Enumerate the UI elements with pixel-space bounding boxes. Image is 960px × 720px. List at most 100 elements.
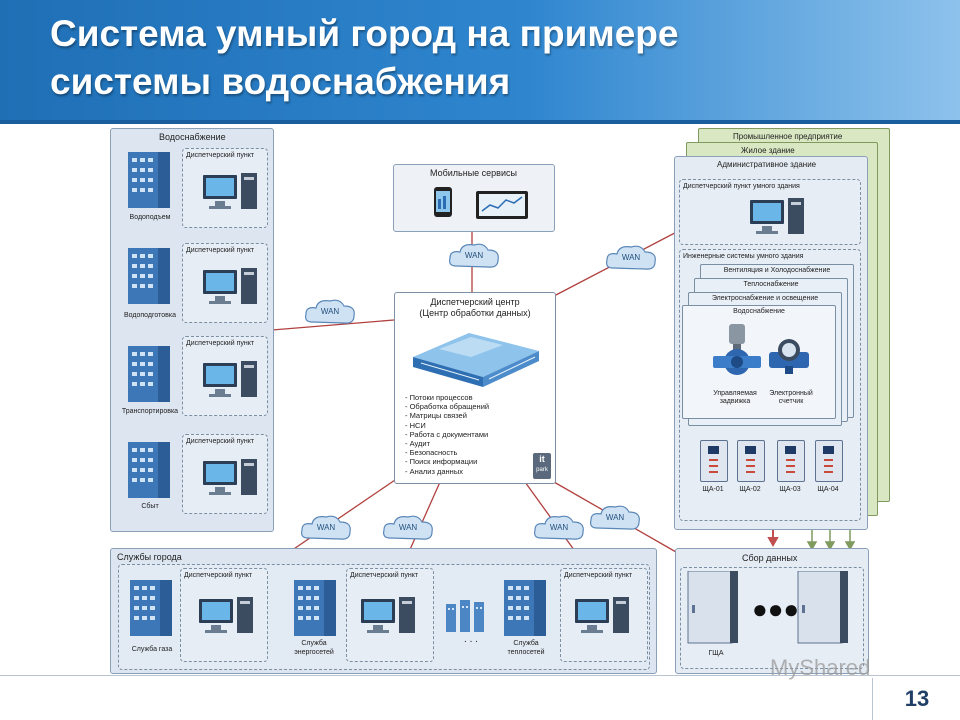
meter-icon (769, 339, 809, 374)
admin-building-title: Административное здание (717, 160, 817, 169)
building-label: Водоподготовка (124, 312, 176, 319)
center-item: - Поиск информации (405, 457, 478, 467)
wan-cloud-bottom-1: WAN (298, 512, 354, 544)
dispatch-point: Диспетчерский пункт (346, 568, 434, 662)
dispatch-point: Диспетчерский пункт (182, 434, 268, 514)
center-title-2: (Центр обработки данных) (419, 308, 531, 318)
mobile-services-panel: Мобильные сервисы (393, 164, 555, 232)
center-function-list: - Потоки процессов - Обработка обращений… (405, 393, 489, 476)
building-icon (128, 346, 170, 402)
smart-dispatch-label: Диспетчерский пункт умного здания (683, 183, 800, 190)
building-icon (504, 580, 546, 636)
cabinet-label: ЩА-04 (817, 486, 839, 493)
electrical-cabinet-icon (797, 571, 848, 644)
data-collection-panel: Сбор данных ●●● ГЩА (675, 548, 869, 674)
center-item: - Обработка обращений (405, 402, 490, 412)
wan-label: WAN (464, 251, 484, 260)
footer-divider (0, 675, 960, 676)
engineering-systems-title: Инженерные системы умного здания (683, 253, 804, 260)
slide-header (0, 0, 960, 124)
dispatch-point-label: Диспетчерский пункт (350, 572, 419, 579)
service-name-2: теплосетей (507, 649, 545, 656)
meter-label-2: счетчик (778, 398, 804, 405)
system-tab-label: Водоснабжение (733, 308, 785, 315)
building-icon (128, 152, 170, 208)
wan-label: WAN (549, 523, 569, 532)
wan-label: WAN (605, 513, 625, 522)
building-label: Сбыт (141, 503, 159, 510)
center-item: - Аудит (405, 439, 431, 449)
wan-label: WAN (316, 523, 336, 532)
data-center-building-icon (413, 333, 539, 387)
electrical-cabinet-icon (687, 571, 738, 644)
dispatch-point: Диспетчерский пункт (560, 568, 648, 662)
cabinet-label: ЩА-03 (779, 486, 801, 493)
data-collection-title: Сбор данных (742, 553, 798, 563)
computer-icon (575, 597, 629, 633)
cloud-icon (305, 299, 355, 324)
dispatch-center: Диспетчерский центр (Центр обработки дан… (394, 292, 556, 484)
building-icon (128, 442, 170, 498)
center-item: - НСИ (405, 420, 426, 430)
cabinet-label: ЩА-01 (702, 486, 724, 493)
more-services-dots: . . . (464, 634, 478, 645)
building-label: Транспортировка (121, 408, 179, 415)
dispatch-point-label: Диспетчерский пункт (186, 152, 255, 159)
computer-icon (361, 597, 415, 633)
cabinet-label: ЩА-02 (739, 486, 761, 493)
title-line-1: Система умный город на примере (50, 13, 679, 54)
computer-icon (203, 361, 257, 397)
dispatch-point: Диспетчерский пункт (182, 148, 268, 228)
cloud-icon (301, 515, 351, 540)
system-tab-label: Теплоснабжение (743, 281, 799, 288)
system-tab-water: Водоснабжение Управляемая задвижка Элект… (682, 305, 836, 419)
service-name-2: энергосетей (294, 649, 334, 656)
valve-label-1: Управляемая (713, 390, 757, 397)
watermark: MyShared (770, 655, 871, 680)
wan-cloud-bottom-3: WAN (531, 512, 587, 544)
wan-label: WAN (398, 523, 418, 532)
logo-top: it (539, 454, 545, 464)
itpark-logo: it park (533, 453, 551, 479)
valve-icon (713, 324, 761, 375)
building-label: Водоподъем (129, 214, 171, 221)
center-item: - Потоки процессов (405, 393, 473, 402)
header-divider (0, 120, 960, 124)
logo-bottom: park (536, 467, 548, 473)
center-item: - Анализ данных (405, 466, 463, 476)
building-icon (130, 580, 172, 636)
center-item: - Матрицы связей (405, 411, 467, 421)
computer-icon (199, 597, 253, 633)
industrial-title: Промышленное предприятие (733, 132, 843, 141)
wan-cloud-left: WAN (302, 296, 358, 328)
service-name: Служба (513, 640, 539, 647)
dispatch-point: Диспетчерский пункт (182, 243, 268, 323)
wan-cloud-bottom-2: WAN (380, 512, 436, 544)
smart-dispatch-point: Диспетчерский пункт умного здания (679, 179, 861, 245)
center-title-1: Диспетчерский центр (430, 297, 520, 307)
slide-title: Система умный город на примере системы в… (50, 10, 678, 106)
mobile-services-title: Мобильные сервисы (430, 168, 517, 178)
dispatch-point-label: Диспетчерский пункт (186, 340, 255, 347)
residential-title: Жилое здание (741, 146, 795, 155)
computer-icon (750, 198, 804, 234)
system-tab-label: Вентиляция и Холодоснабжение (723, 267, 831, 274)
title-line-2: системы водоснабжения (50, 61, 511, 102)
ellipsis-icon: ●●● (752, 594, 800, 624)
computer-icon (203, 459, 257, 495)
wan-cloud-right: WAN (603, 242, 659, 274)
wan-cloud-bottom-4: WAN (587, 502, 643, 534)
computer-icon (203, 173, 257, 209)
service-name: Служба газа (131, 646, 173, 653)
control-cabinet (737, 440, 765, 482)
cloud-icon (534, 515, 584, 540)
system-tab-label: Электроснабжение и освещение (711, 295, 819, 302)
service-name: Служба (301, 640, 327, 647)
dispatch-point-label: Диспетчерский пункт (564, 572, 633, 579)
dispatch-point: Диспетчерский пункт (182, 336, 268, 416)
wan-cloud-top: WAN (446, 240, 502, 272)
cloud-icon (449, 243, 499, 268)
control-cabinet (777, 440, 805, 482)
tablet-icon (476, 191, 528, 219)
valve-label-2: задвижка (719, 398, 751, 405)
